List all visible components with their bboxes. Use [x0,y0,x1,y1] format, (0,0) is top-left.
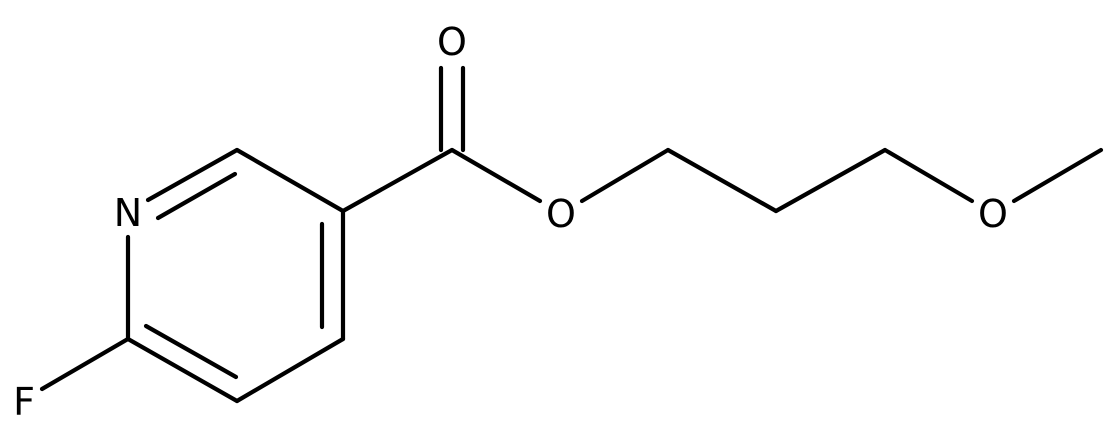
bond-c1-c2 [665,147,779,214]
bond-c5-c6 [125,336,240,404]
ether-oxygen-label: O [978,192,1008,236]
bond-c2-c3 [234,147,346,214]
bond-ester-o-c1 [579,147,671,204]
bond-c5-c6-inner [143,323,239,380]
nitrogen-label: N [114,191,142,235]
pyridine-ring [125,147,346,404]
bond-c3-ether-o [882,147,975,204]
ester-group [340,65,543,214]
bond-n-c2 [145,147,240,203]
bond-ether-o-methyl [1011,147,1104,204]
bond-c3-carbonyl [340,147,455,214]
bond-c6-f [39,336,131,392]
ester-oxygen-label: O [546,192,576,236]
bond-c4-c5 [234,336,346,404]
bond-c2-c3-chain [773,147,888,214]
fluorine-label: F [13,380,35,424]
bond-n-c2-inner [155,171,238,221]
methoxypropyl-chain [579,147,1104,214]
carbonyl-oxygen-label: O [437,20,467,64]
bond-carbonyl-ester-o [449,147,543,204]
